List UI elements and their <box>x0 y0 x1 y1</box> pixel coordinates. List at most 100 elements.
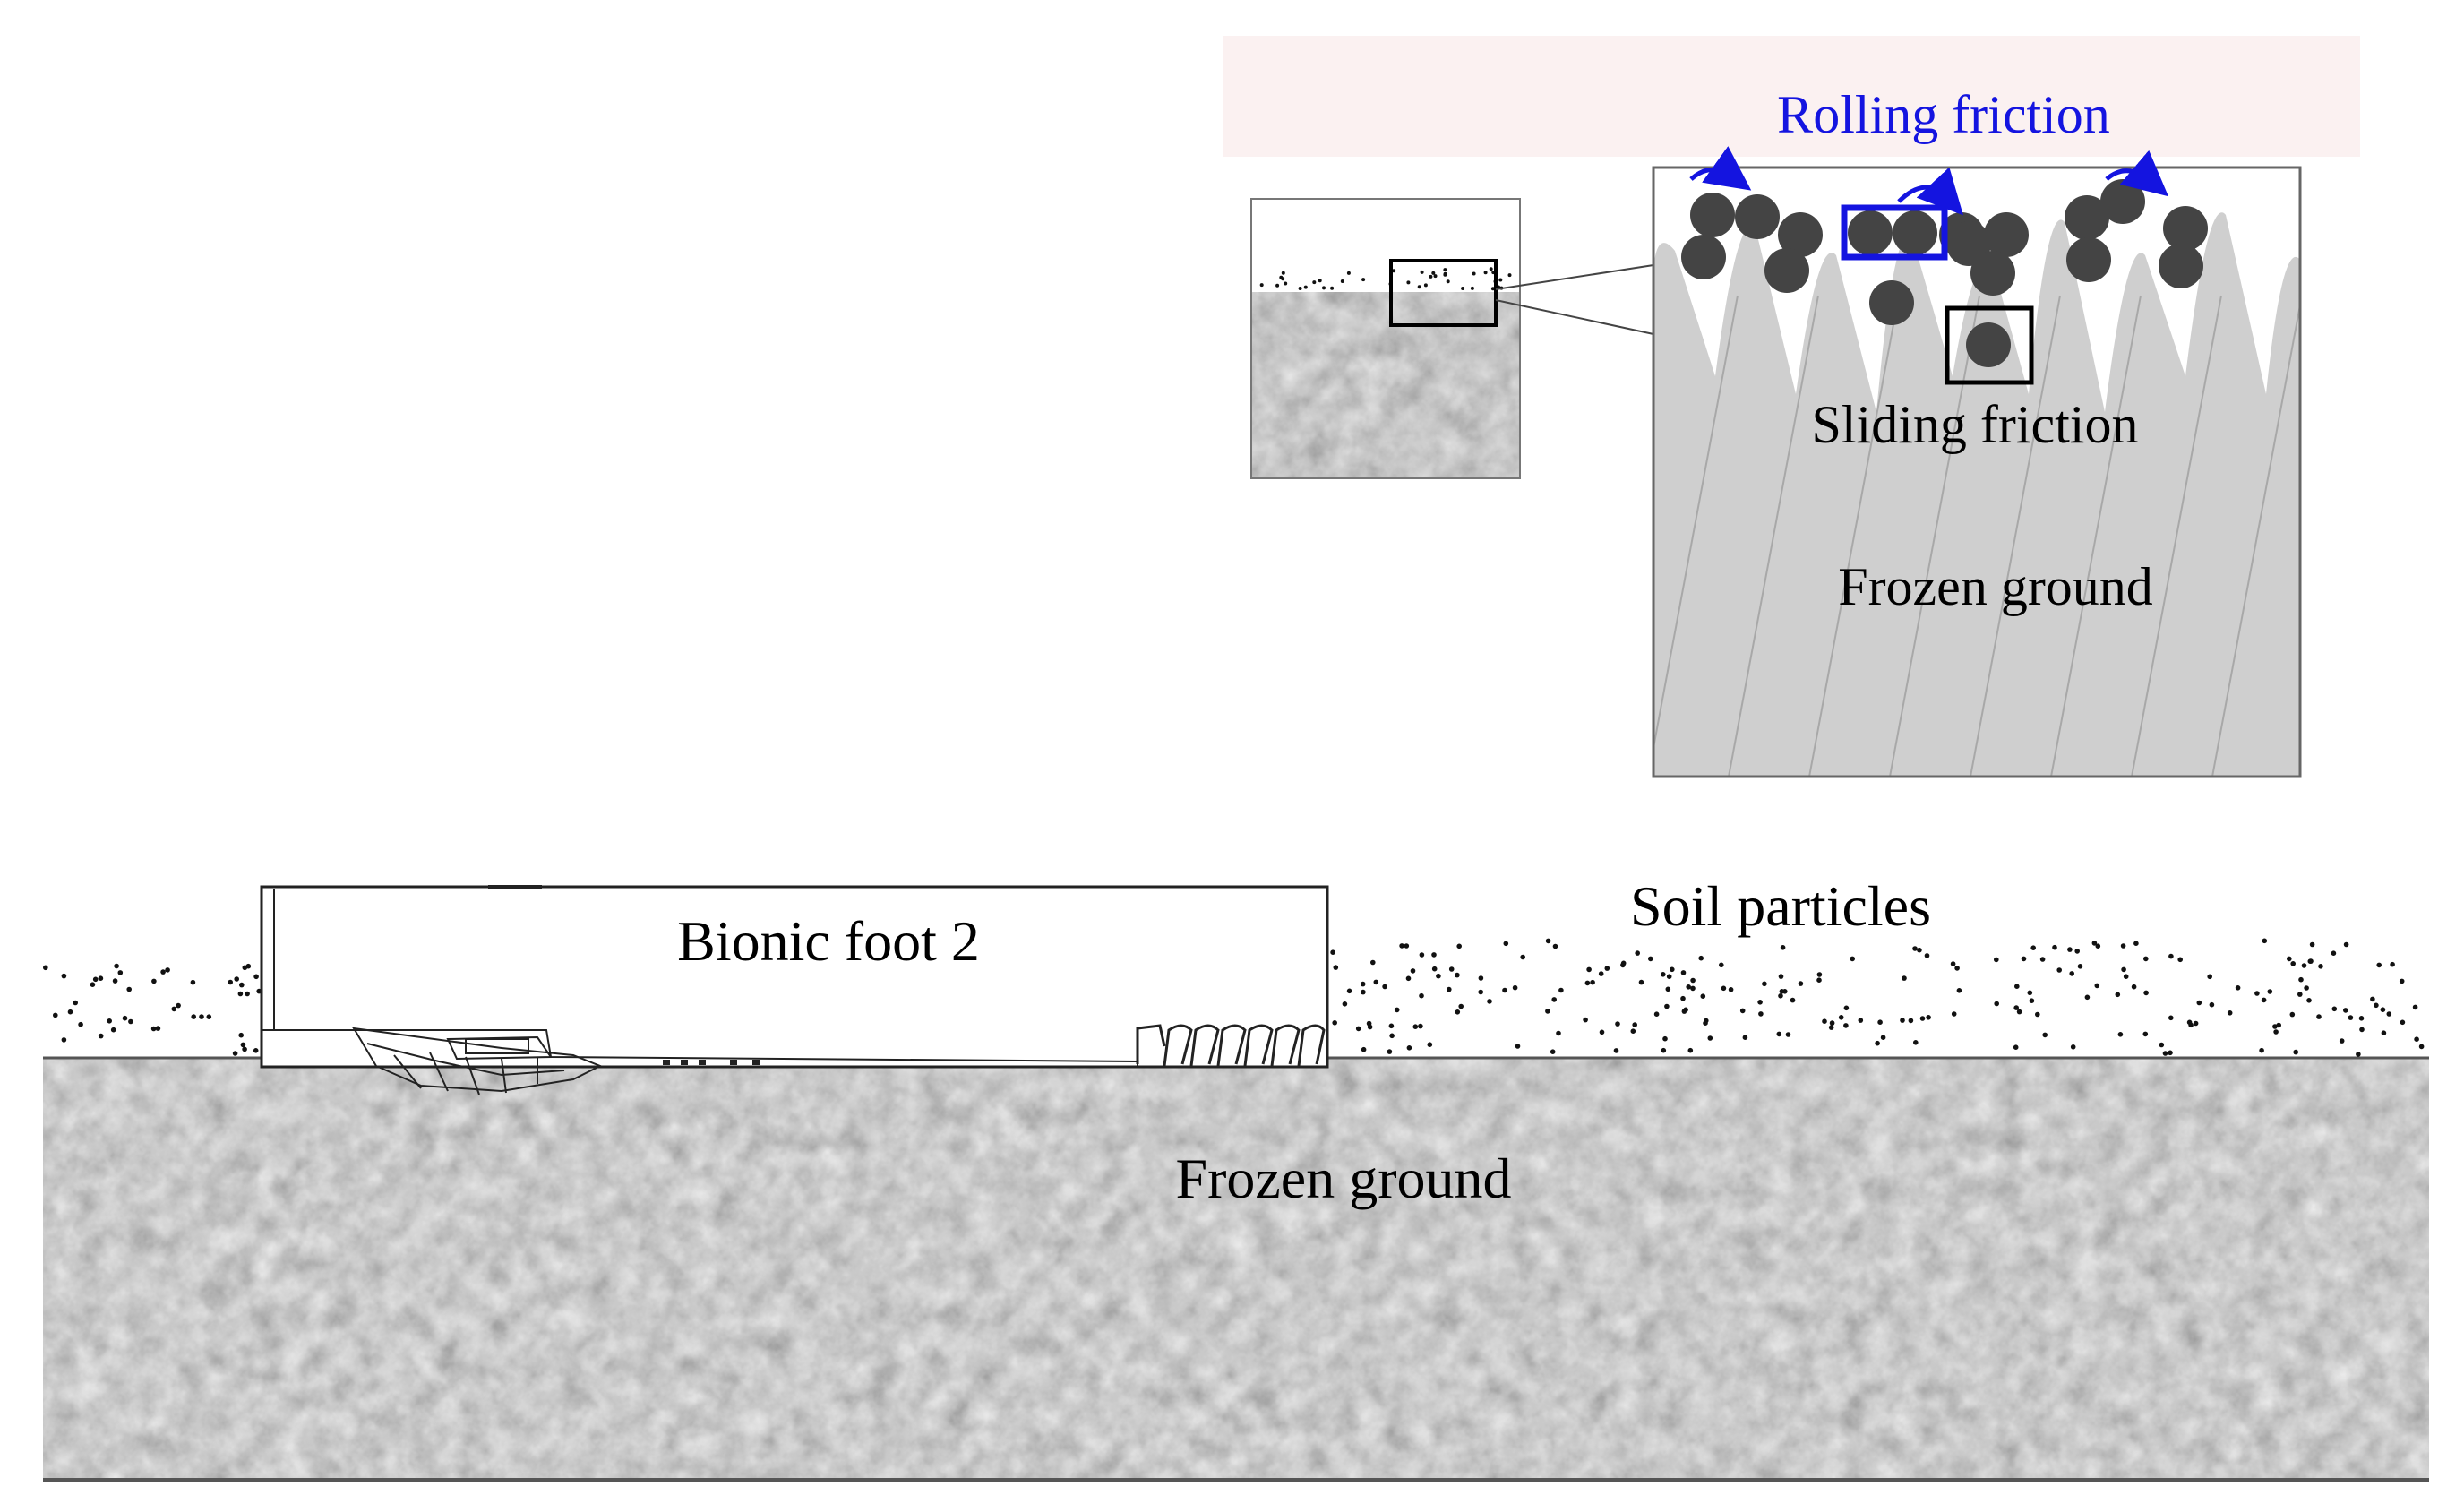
soil-particle-dot <box>1330 949 1335 955</box>
soil-particle-dot <box>2120 943 2126 949</box>
soil-particle-dot <box>2414 1036 2419 1042</box>
soil-particle-dot <box>2343 941 2349 948</box>
soil-particle-dot <box>1433 274 1438 279</box>
soil-particle-dot <box>2370 996 2375 1002</box>
soil-particle-dot <box>1404 943 1410 949</box>
soil-particle-dot <box>1742 1035 1748 1040</box>
soil-particle-dot <box>2067 947 2073 952</box>
soil-particle-dot <box>2207 974 2212 980</box>
soil-particle-dot <box>2042 1032 2048 1038</box>
soil-particle-dot <box>1599 1029 1605 1035</box>
soil-particle-dot <box>1680 970 1687 975</box>
soil-particle-dot <box>2267 989 2273 994</box>
overview-thumbnail <box>1250 198 1521 479</box>
soil-particle-dot <box>1757 1000 1763 1005</box>
ice-streak-line <box>2211 300 2300 777</box>
soil-particle-dot <box>239 982 245 988</box>
soil-particle-circle <box>2066 237 2111 282</box>
soil-particle-dot <box>1670 966 1675 973</box>
soil-particle-dot <box>67 1009 73 1015</box>
soil-particle-dot <box>2316 1014 2322 1019</box>
soil-particle-dot <box>1632 1022 1637 1027</box>
soil-particle-dot <box>1719 962 1724 968</box>
ice-teeth-shape <box>1653 212 2300 777</box>
soil-particle-dot <box>1662 1035 1668 1042</box>
soil-particle-dot <box>1355 1026 1361 1032</box>
soil-particle-dot <box>199 1014 204 1019</box>
frozen-ground-ice-texture <box>1653 212 2300 777</box>
magnified-view: Rolling friction Sliding friction Frozen… <box>1652 85 2302 778</box>
soil-particle-dot <box>1666 974 1672 979</box>
ice-streak-line <box>2050 295 2142 777</box>
soil-particle-dot <box>1739 1008 1746 1014</box>
soil-particle-dot <box>1333 965 1339 970</box>
soil-particle-dot <box>1318 279 1322 283</box>
soil-particle-dot <box>2400 1019 2406 1026</box>
soil-particle-circle <box>1970 251 2015 296</box>
soil-particle-dot <box>2168 953 2174 959</box>
soil-particle-dot <box>1388 1023 1395 1029</box>
soil-particle-dot <box>2123 974 2129 979</box>
soil-particle-dot <box>1919 1016 1926 1021</box>
soil-particle-dot <box>90 982 96 987</box>
soil-particle-dot <box>1443 272 1447 277</box>
soil-particle-dot <box>2209 1001 2215 1008</box>
soil-particle-dot <box>61 1037 67 1043</box>
soil-particle-dot <box>1828 1025 1834 1030</box>
soil-particle-dot <box>1586 966 1592 973</box>
soil-particle-dot <box>1900 1018 1905 1023</box>
soil-particle-dot <box>1342 1001 1348 1007</box>
soil-particle-dot <box>1994 1001 1999 1007</box>
soil-particle-dot <box>1698 955 1704 961</box>
soil-particle-dot <box>1816 977 1822 983</box>
soil-particle-dot <box>1490 287 1495 291</box>
soil-particle-dot <box>2380 1007 2386 1012</box>
soil-particle-dot <box>2273 1029 2279 1035</box>
soil-particle-dot <box>1620 960 1627 966</box>
soil-particle-dot <box>1389 1033 1395 1039</box>
inset-frozen-ground-label: Frozen ground <box>1838 557 2153 616</box>
soil-particle-dot <box>2261 997 2267 1003</box>
soil-particle-dot <box>1394 1007 1400 1013</box>
soil-particle-dot <box>253 1048 259 1053</box>
soil-particle-dot <box>110 1027 116 1033</box>
soil-particle-dot <box>1346 988 1352 994</box>
soil-particle-dot <box>1954 966 1960 971</box>
soil-particle-dot <box>78 1021 83 1027</box>
soil-particle-dot <box>2030 945 2036 950</box>
main-frozen-ground-label: Frozen ground <box>1175 1147 1511 1210</box>
soil-particle-circle <box>1690 193 1735 237</box>
soil-particle-dot <box>2177 957 2183 963</box>
soil-particle-dot <box>1707 1035 1713 1041</box>
soil-particle-dot <box>2016 1009 2022 1015</box>
soil-particle-dot <box>1405 975 1412 982</box>
soil-particle-dot <box>1419 952 1425 958</box>
soil-particle-dot <box>1926 1015 1931 1020</box>
soil-particle-dot <box>2358 1016 2365 1021</box>
soil-particle-dot <box>242 1046 247 1052</box>
magnified-soil-particles <box>1681 179 2208 367</box>
soil-particle-dot <box>2287 956 2292 962</box>
soil-particle-dot <box>1728 987 1734 992</box>
soil-particle-dot <box>2196 1000 2202 1006</box>
soil-particle-dot <box>1604 966 1610 971</box>
soil-particle-dot <box>1399 943 1404 949</box>
soil-particle-dot <box>1681 1009 1687 1014</box>
soil-particle-dot <box>1382 984 1387 990</box>
soil-particle-dot <box>1507 273 1512 278</box>
soil-particle-dot <box>1472 271 1476 276</box>
soil-particle-dot <box>92 976 99 983</box>
soil-particle-dot <box>2348 1015 2354 1020</box>
soil-particle-dot <box>1361 1046 1367 1052</box>
soil-particle-dot <box>43 965 48 971</box>
soil-particle-dot <box>1545 938 1551 944</box>
soil-particle-dot <box>126 986 132 992</box>
soil-particle-dot <box>2027 990 2033 996</box>
zoom-inset: Rolling friction Sliding friction Frozen… <box>1223 36 2360 824</box>
soil-particle-dot <box>1843 1005 1850 1011</box>
soil-particle-dot <box>117 970 124 975</box>
soil-particle-dot <box>2356 1052 2361 1057</box>
soil-particle-dot <box>1721 985 1727 992</box>
soil-particle-dot <box>2272 1024 2278 1029</box>
